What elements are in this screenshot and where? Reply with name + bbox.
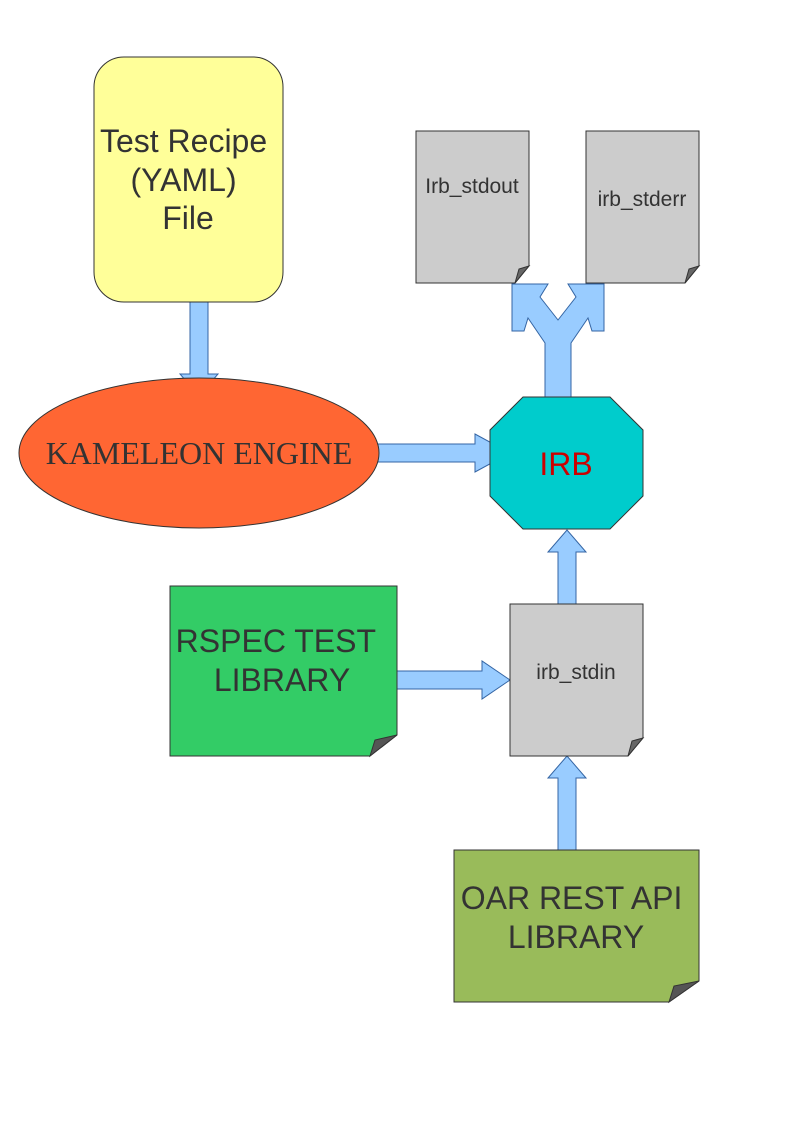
oar-line-1: OAR REST API bbox=[461, 880, 683, 916]
rspec-test-library-node: RSPEC TEST LIBRARY bbox=[169, 585, 398, 758]
rspec-line-2: LIBRARY bbox=[214, 662, 350, 698]
irb-node: IRB bbox=[489, 396, 644, 530]
oar-line-2: LIBRARY bbox=[508, 919, 644, 955]
rspec-line-1: RSPEC TEST bbox=[176, 623, 376, 659]
arrow-oar-to-stdin bbox=[546, 755, 588, 851]
svg-text:Test Recipe (YAML): Test Recipe (YAML) File bbox=[100, 123, 276, 236]
kameleon-engine-node: KAMELEON ENGINE bbox=[18, 377, 380, 529]
test-recipe-line-1: Test Recipe bbox=[100, 123, 267, 159]
irb-stderr-node: irb_stderr bbox=[585, 130, 701, 284]
irb-stderr-label: irb_stderr bbox=[598, 188, 687, 211]
irb-stdin-label: irb_stdin bbox=[536, 661, 615, 684]
svg-text:OAR REST API LIBRARY: OAR REST API LIBRARY bbox=[461, 880, 692, 955]
irb-stdin-node: irb_stdin bbox=[509, 603, 645, 757]
svg-text:RSPEC TEST LIBRARY: RSPEC TEST LIBRARY bbox=[176, 623, 385, 698]
test-recipe-line-3: File bbox=[162, 200, 214, 236]
irb-label: IRB bbox=[539, 446, 592, 482]
irb-stdout-label: Irb_stdout bbox=[425, 175, 519, 198]
arrow-irb-to-outputs bbox=[511, 283, 605, 398]
arrow-stdin-to-irb bbox=[546, 529, 588, 605]
irb-stdout-node: Irb_stdout bbox=[415, 130, 531, 284]
oar-rest-api-library-node: OAR REST API LIBRARY bbox=[453, 849, 700, 1004]
test-recipe-line-2: (YAML) bbox=[131, 162, 237, 198]
kameleon-engine-label: KAMELEON ENGINE bbox=[46, 435, 353, 471]
arrow-rspec-to-stdin bbox=[396, 660, 511, 700]
test-recipe-node: Test Recipe (YAML) File bbox=[93, 56, 284, 303]
